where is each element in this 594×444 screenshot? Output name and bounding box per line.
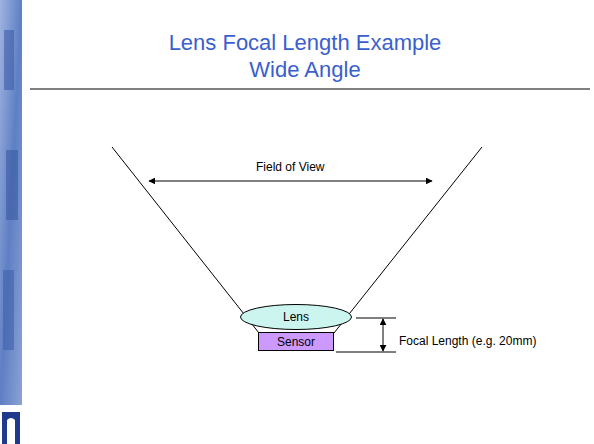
slide-title: Lens Focal Length Example Wide Angle	[155, 29, 455, 83]
node-label: Sensor	[277, 335, 315, 349]
node-label: Lens	[283, 310, 309, 324]
sensor-box-shape	[259, 333, 334, 351]
decor-strip-detail	[6, 150, 18, 220]
dimension-tick	[336, 352, 396, 353]
lens-ellipse-shape	[241, 305, 352, 330]
logo	[2, 412, 20, 444]
dimension-tick	[356, 318, 396, 319]
decor-strip-detail	[3, 270, 14, 350]
decor-strip	[0, 0, 22, 405]
view-line	[112, 147, 259, 333]
dimension-label: Field of View	[256, 160, 324, 174]
sensor-box: Sensor	[258, 332, 334, 351]
lens-ellipse: Lens	[240, 304, 352, 330]
field-of-view-arrow	[149, 181, 432, 182]
title-rule	[30, 89, 590, 90]
view-line	[334, 147, 482, 333]
dimension-label: Focal Length (e.g. 20mm)	[399, 334, 536, 348]
decor-strip-detail	[4, 30, 14, 90]
focal-length-arrow	[383, 319, 384, 351]
